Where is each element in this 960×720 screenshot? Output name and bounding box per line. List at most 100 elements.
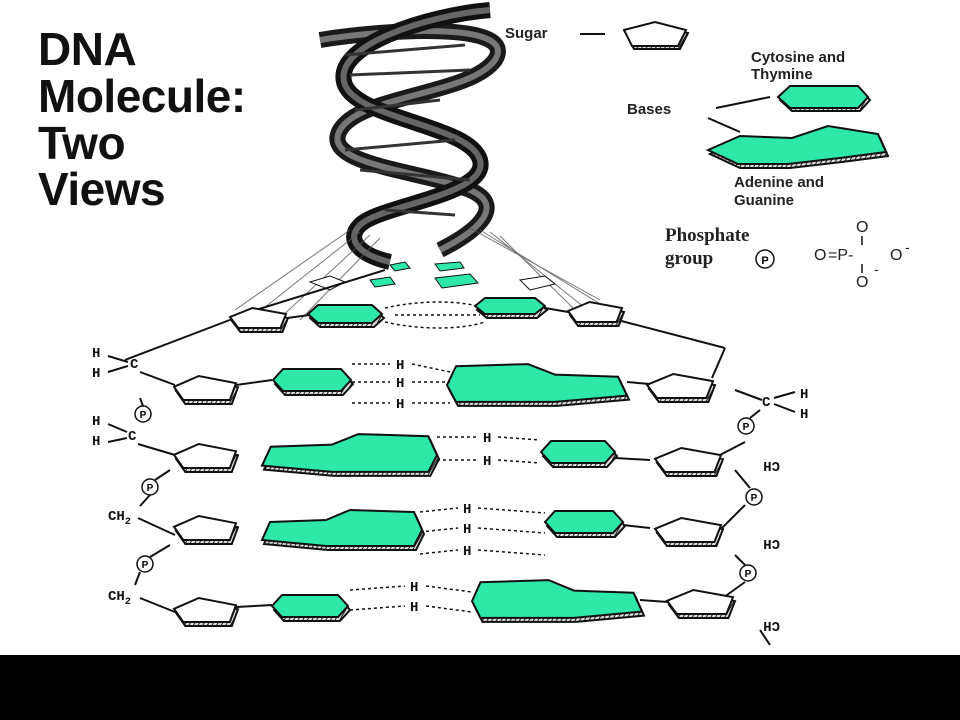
phosphate-right-1-ring	[737, 417, 755, 435]
atom-c-1: C	[130, 357, 139, 373]
atom-ch2-left-1: CH2	[108, 509, 131, 528]
atom-c-right: C	[762, 395, 771, 411]
r3-link-right	[622, 524, 651, 529]
legend-bases-leader-1	[715, 96, 771, 109]
hbond-r3-left-2	[419, 549, 459, 555]
base-double-ring-r3-face	[260, 508, 424, 547]
sugar-pentagon-r1-right-face	[645, 372, 715, 399]
bond-pr2	[734, 469, 751, 489]
r4-link-right	[639, 599, 669, 603]
atom-h-bond-r3-0: H	[463, 502, 471, 518]
sugar-pentagon-top-right	[566, 300, 626, 327]
legend-phosphate-circle-icon: P	[755, 249, 775, 269]
phosphate-right-1-letter: P	[743, 422, 750, 433]
legend-ag-double-ring-icon	[705, 124, 890, 169]
bond-hr1	[773, 391, 796, 399]
base-hexagon-r3	[543, 510, 627, 538]
hbond-r3-right-0	[477, 507, 546, 514]
base-hexagon-r4	[270, 594, 352, 622]
phosphate-right-3: P	[739, 564, 757, 582]
svg-text:-: -	[874, 261, 879, 277]
sugar-pentagon-r1-right	[645, 372, 717, 403]
bond-p3-down	[134, 571, 141, 586]
sugar-pentagon-r1-left	[172, 374, 240, 405]
sugar-pentagon-r3-right-face	[653, 516, 723, 543]
diagram-canvas: DNA Molecule: Two Views	[0, 0, 960, 655]
phosphate-left-1: P	[134, 405, 152, 423]
sugar-pentagon-r2-left-face	[172, 442, 238, 469]
atom-ch2-right-2: CH	[763, 535, 780, 551]
atom-h-3: H	[92, 414, 100, 430]
bond-h1	[107, 355, 129, 363]
svg-text:O: O	[814, 247, 826, 264]
legend-phosphate-line2: group	[665, 248, 713, 269]
r1-link-left	[235, 379, 273, 386]
hbond-r3-left-0	[419, 507, 459, 513]
atom-h-bond-r4-0: H	[410, 580, 418, 596]
base-hexagon-top-right-face	[473, 297, 547, 315]
legend: Sugar Cytosine and Thymine Bases Adenine…	[505, 20, 910, 291]
phosphate-left-3: P	[136, 555, 154, 573]
hbond-r1-right-0	[411, 363, 451, 373]
bond-chr1	[719, 441, 746, 456]
bond-h2	[107, 365, 129, 373]
legend-bases-leader-2	[707, 117, 741, 133]
bond-p3-up	[149, 544, 171, 558]
base-hexagon-r3-face	[543, 510, 625, 534]
sugar-pentagon-r4-right-face	[665, 588, 735, 615]
phosphate-left-3-ring	[136, 555, 154, 573]
phosphate-right-2-letter: P	[751, 493, 758, 504]
phosphate-right-3-ring	[739, 564, 757, 582]
bond-p1-up	[139, 397, 144, 407]
legend-ct-hexagon-icon	[776, 85, 872, 112]
legend-ct-line2: Thymine	[751, 66, 813, 83]
bottom-frame-bar	[0, 655, 960, 720]
phosphate-left-1-letter: P	[140, 410, 147, 421]
top-link-right	[544, 307, 569, 313]
sugar-pentagon-r3-right	[653, 516, 725, 547]
base-hexagon-r4-face	[270, 594, 350, 618]
legend-phosphate-line1: Phosphate	[665, 225, 749, 246]
atom-ch2-right-3: CH	[763, 617, 780, 633]
hbond-r3-left-1	[419, 527, 459, 533]
bond-cr-sugar	[734, 389, 763, 401]
sugar-pentagon-r4-right	[665, 588, 737, 619]
hbond-r4-left-0	[349, 585, 406, 591]
phosphate-left-3-letter: P	[142, 560, 149, 571]
atom-h-bond-r1-0: H	[396, 358, 404, 374]
base-hexagon-r2-face	[539, 440, 617, 464]
sugar-pentagon-r1-left-face	[172, 374, 238, 401]
bond-p2-down	[139, 494, 151, 507]
base-double-ring-r3	[260, 508, 426, 551]
hbond-r3-right-2	[477, 549, 546, 556]
bond-pr3	[734, 554, 746, 566]
base-hexagon-top-right	[473, 297, 549, 319]
phosphate-right-2-ring	[745, 488, 763, 506]
svg-text:P: P	[761, 255, 768, 267]
bond-chr3-tail	[759, 629, 771, 646]
double-helix-icon	[234, 2, 611, 321]
base-double-ring-r2	[260, 433, 441, 477]
phosphate-formula: O O =P- O - O -	[814, 219, 910, 291]
title-line-3: Two	[38, 117, 126, 169]
bond-ch2-2	[139, 597, 176, 613]
phosphate-right-3-letter: P	[745, 569, 752, 580]
base-hexagon-r2	[539, 440, 619, 468]
bond-ch2-1	[137, 517, 176, 536]
atom-ch2-left-2: CH2	[108, 589, 131, 608]
legend-sugar-pentagon-icon	[622, 20, 690, 50]
bond-pr1	[749, 409, 761, 419]
hbond-r2-right-0	[497, 436, 541, 441]
hydrogen-bonds-top	[384, 301, 486, 329]
legend-ct-line1: Cytosine and	[751, 49, 845, 66]
top-link-left	[286, 314, 311, 319]
atom-h-bond-r2-0: H	[483, 431, 491, 447]
bond-c1-sugar	[139, 371, 176, 386]
atom-h-bond-r2-1: H	[483, 454, 491, 470]
legend-ag-line1: Adenine and	[734, 174, 824, 191]
base-double-ring-r1	[445, 363, 631, 407]
bond-p2-up	[154, 469, 171, 481]
base-hexagon-r1-face	[271, 368, 353, 392]
hbond-r4-right-1	[425, 605, 473, 613]
legend-bases-label: Bases	[627, 101, 671, 118]
